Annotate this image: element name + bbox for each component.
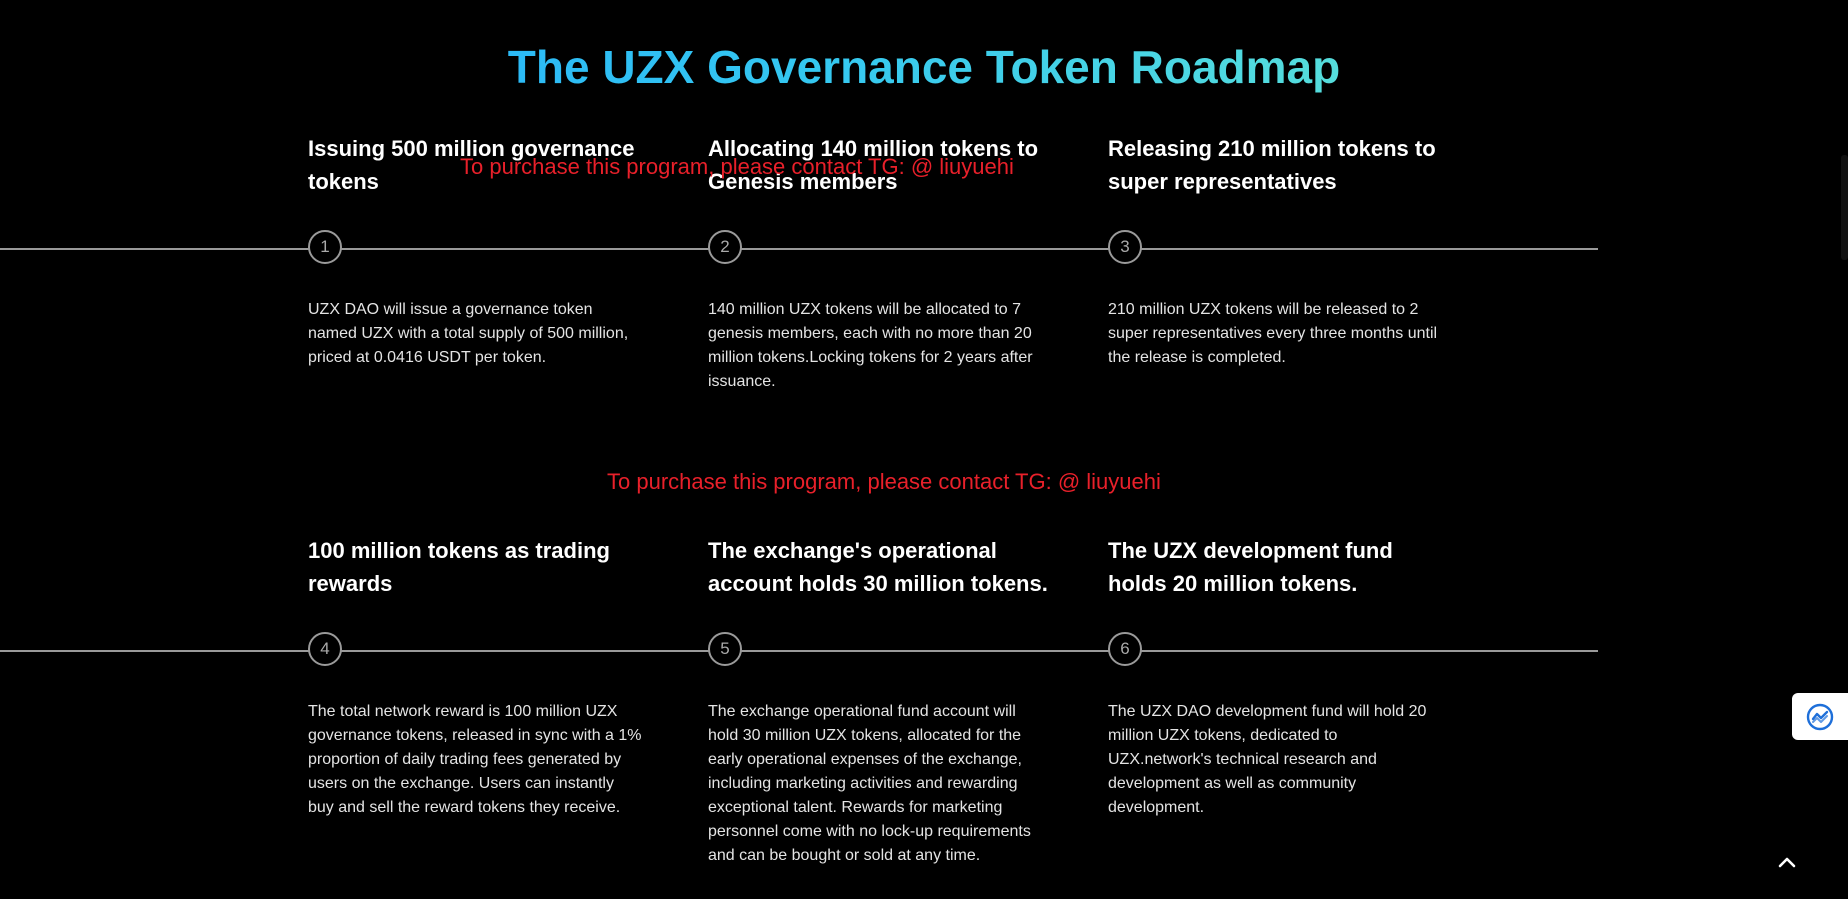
step-title: 100 million tokens as trading rewards [308, 538, 610, 596]
timeline-line [0, 248, 1598, 250]
step-description: The UZX DAO development fund will hold 2… [1108, 703, 1427, 816]
scrollbar-thumb[interactable] [1841, 155, 1848, 260]
step-title: Allocating 140 million tokens to Genesis… [708, 136, 1039, 194]
step-number-badge: 3 [1108, 230, 1142, 264]
scroll-to-top-button[interactable] [1772, 850, 1802, 874]
floating-support-button[interactable] [1792, 693, 1848, 740]
step-description: The exchange operational fund account wi… [708, 703, 1031, 864]
watermark-text: To purchase this program, please contact… [460, 154, 1014, 179]
roadmap-row-2: 100 million tokens as trading rewards 4 … [0, 534, 1848, 894]
step-description: The total network reward is 100 million … [308, 703, 642, 816]
chevron-up-icon [1778, 857, 1796, 868]
timeline-line [0, 650, 1598, 652]
step-number-badge: 5 [708, 632, 742, 666]
step-title: Releasing 210 million tokens to super re… [1108, 136, 1436, 194]
step-number-badge: 2 [708, 230, 742, 264]
step-description: 140 million UZX tokens will be allocated… [708, 301, 1033, 390]
step-title: The UZX development fund holds 20 millio… [1108, 538, 1393, 596]
page-title: The UZX Governance Token Roadmap [0, 39, 1848, 95]
step-title: The exchange's operational account holds… [708, 538, 1048, 596]
service-logo-icon [1806, 703, 1834, 731]
roadmap-row-1: Issuing 500 million governance tokens 1 … [0, 132, 1848, 492]
step-number-badge: 1 [308, 230, 342, 264]
watermark-text: To purchase this program, please contact… [607, 469, 1161, 494]
step-description: UZX DAO will issue a governance token na… [308, 301, 629, 366]
step-description: 210 million UZX tokens will be released … [1108, 301, 1438, 366]
step-number-badge: 6 [1108, 632, 1142, 666]
step-number-badge: 4 [308, 632, 342, 666]
step-title: Issuing 500 million governance tokens [308, 136, 635, 194]
